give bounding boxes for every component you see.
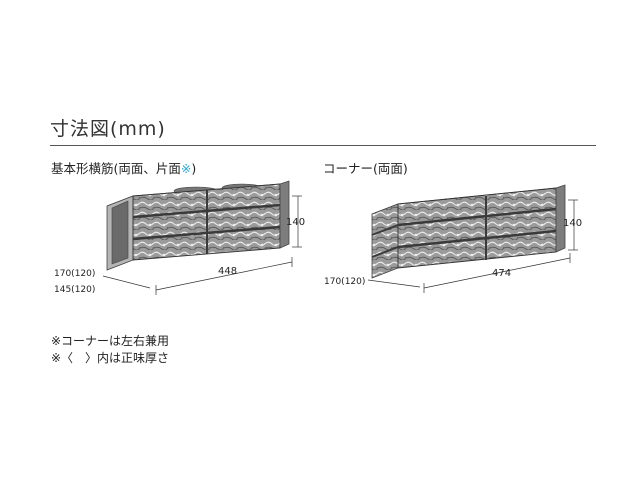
corner-block-drawing bbox=[371, 184, 566, 279]
note-net-thickness: ※〈 〉内は正味厚さ bbox=[51, 351, 170, 365]
note-corner: ※コーナーは左右兼用 bbox=[51, 334, 170, 348]
corner-length-label: 474 bbox=[492, 268, 511, 279]
basic-dimensions: 140 448 170(120) 145(120) bbox=[54, 195, 305, 295]
title-divider bbox=[50, 145, 596, 146]
basic-height-label: 140 bbox=[286, 217, 305, 228]
corner-block-caption: コーナー(両面) bbox=[323, 161, 408, 176]
page-title: 寸法図(mm) bbox=[50, 118, 166, 140]
basic-caption-end: ) bbox=[191, 161, 197, 176]
basic-caption-mark: ※ bbox=[180, 161, 192, 176]
basic-caption-text: 基本形横筋(両面、片面 bbox=[51, 161, 181, 176]
corner-height-label: 140 bbox=[563, 218, 582, 229]
basic-block-caption: 基本形横筋(両面、片面※) bbox=[51, 158, 196, 177]
corner-dimensions: 140 474 170(120) bbox=[324, 199, 582, 293]
basic-depth-label-1: 170(120) bbox=[54, 269, 95, 279]
basic-length-label: 448 bbox=[218, 266, 237, 277]
basic-block-drawing bbox=[106, 180, 290, 271]
corner-depth-label: 170(120) bbox=[324, 277, 365, 287]
basic-depth-label-2: 145(120) bbox=[54, 285, 95, 295]
